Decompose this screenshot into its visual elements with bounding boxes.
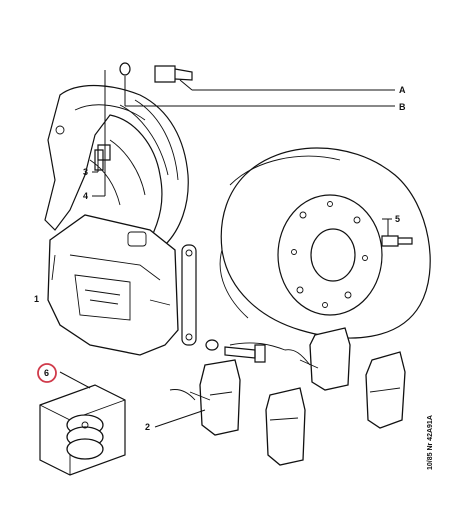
brake-pad-upper [299, 327, 351, 391]
brake-pad-left [189, 359, 241, 436]
brake-caliper [47, 214, 179, 356]
callout-6-marker: 6 [37, 363, 57, 383]
callout-4: 4 [83, 191, 88, 201]
wear-sensor-wires [169, 342, 311, 401]
callout-b: B [399, 102, 406, 112]
callout-1: 1 [34, 294, 39, 304]
top-bolt [94, 62, 193, 171]
callout-3: 3 [83, 167, 88, 177]
wheel-bolt [381, 235, 413, 247]
leader-lines [59, 70, 395, 428]
brake-pad-center [265, 387, 306, 466]
brake-pad-right [365, 351, 406, 429]
splash-shield [44, 85, 189, 246]
callout-2: 2 [145, 422, 150, 432]
reference-code: 10/85 Nr 42A91A [427, 415, 434, 470]
pad-kit-box [39, 384, 126, 476]
callout-6: 6 [44, 368, 49, 378]
callout-a: A [399, 85, 406, 95]
callout-labels: A B 1 3 4 5 2 [34, 85, 406, 432]
callout-5: 5 [395, 214, 400, 224]
lower-bolt [205, 339, 266, 363]
brake-disc [219, 147, 431, 339]
bracket-link [181, 244, 197, 346]
